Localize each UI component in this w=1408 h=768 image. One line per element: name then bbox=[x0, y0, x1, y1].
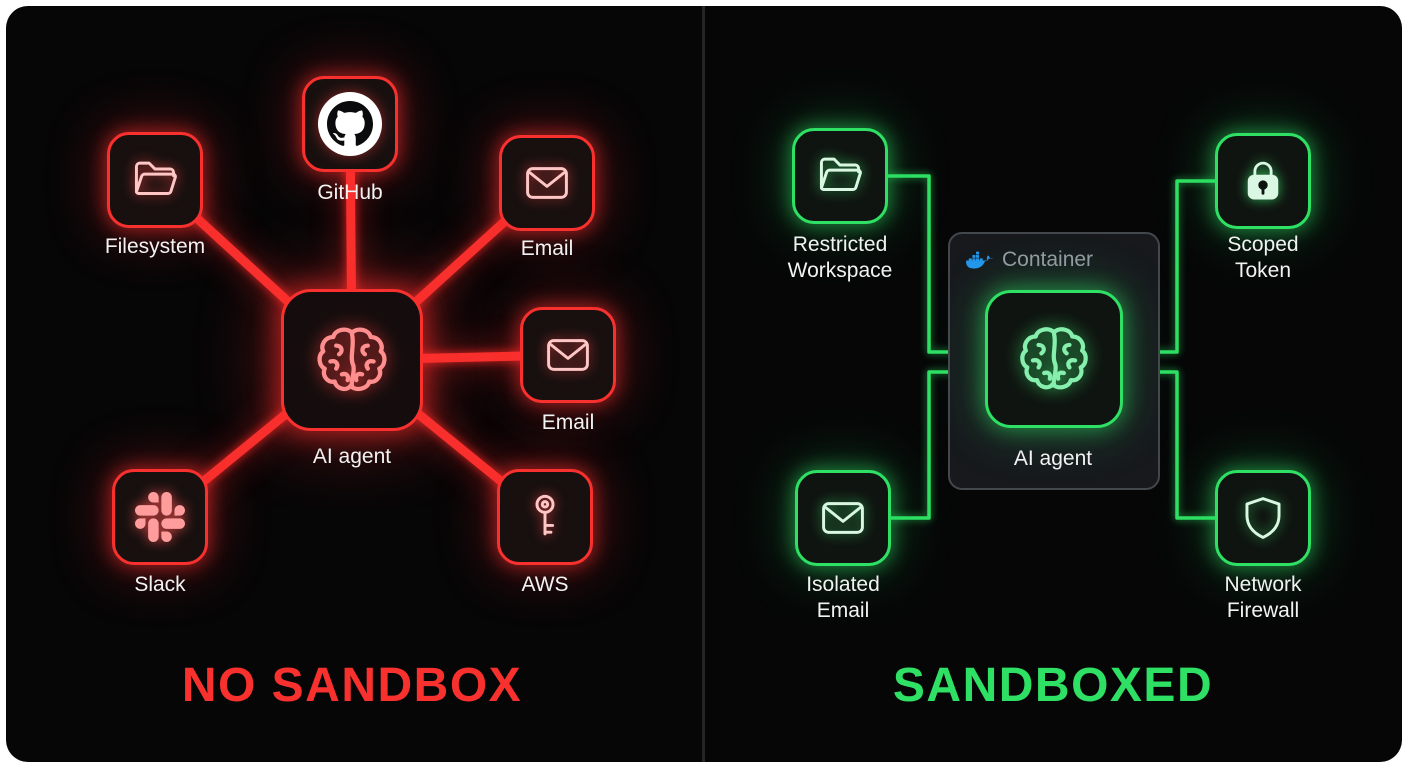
left-title: NO SANDBOX bbox=[181, 659, 523, 712]
scoped-token-node bbox=[1215, 133, 1311, 229]
slack-node bbox=[112, 469, 208, 565]
right-title: SANDBOXED bbox=[892, 659, 1214, 712]
aws-node bbox=[497, 469, 593, 565]
email-right-node bbox=[520, 307, 616, 403]
restricted-workspace-label: Restricted Workspace bbox=[787, 233, 893, 282]
ai-agent-label-right: AI agent bbox=[1013, 447, 1093, 470]
email-top-node bbox=[499, 135, 595, 231]
ai-agent-node-left bbox=[281, 289, 423, 431]
email-top-label: Email bbox=[520, 237, 574, 260]
folder-icon bbox=[813, 149, 867, 203]
lock-icon bbox=[1237, 155, 1289, 207]
container-box: Container bbox=[948, 232, 1160, 490]
ai-agent-label-left: AI agent bbox=[312, 445, 392, 468]
filesystem-node bbox=[107, 132, 203, 228]
restricted-workspace-node bbox=[792, 128, 888, 224]
panel-divider bbox=[702, 6, 705, 762]
slack-icon bbox=[135, 492, 185, 542]
container-header: Container bbox=[966, 248, 1093, 272]
envelope-icon bbox=[520, 156, 574, 210]
email-right-label: Email bbox=[541, 411, 595, 434]
scoped-token-label: Scoped Token bbox=[1227, 233, 1299, 282]
envelope-icon bbox=[816, 491, 870, 545]
folder-icon bbox=[128, 153, 182, 207]
brain-icon bbox=[306, 314, 398, 406]
isolated-email-label: Isolated Email bbox=[806, 573, 880, 622]
network-firewall-label: Network Firewall bbox=[1224, 573, 1302, 622]
network-firewall-node bbox=[1215, 470, 1311, 566]
aws-label: AWS bbox=[521, 573, 569, 596]
envelope-icon bbox=[541, 328, 595, 382]
key-icon bbox=[518, 490, 572, 544]
docker-icon bbox=[966, 250, 994, 271]
filesystem-label: Filesystem bbox=[104, 235, 206, 258]
container-label: Container bbox=[1002, 248, 1094, 271]
shield-icon bbox=[1236, 491, 1290, 545]
brain-icon bbox=[1009, 314, 1099, 404]
isolated-email-node bbox=[795, 470, 891, 566]
github-icon bbox=[318, 92, 382, 156]
slack-label: Slack bbox=[134, 573, 186, 596]
github-node bbox=[302, 76, 398, 172]
github-label: GitHub bbox=[317, 181, 383, 204]
ai-agent-node-right bbox=[985, 290, 1123, 428]
